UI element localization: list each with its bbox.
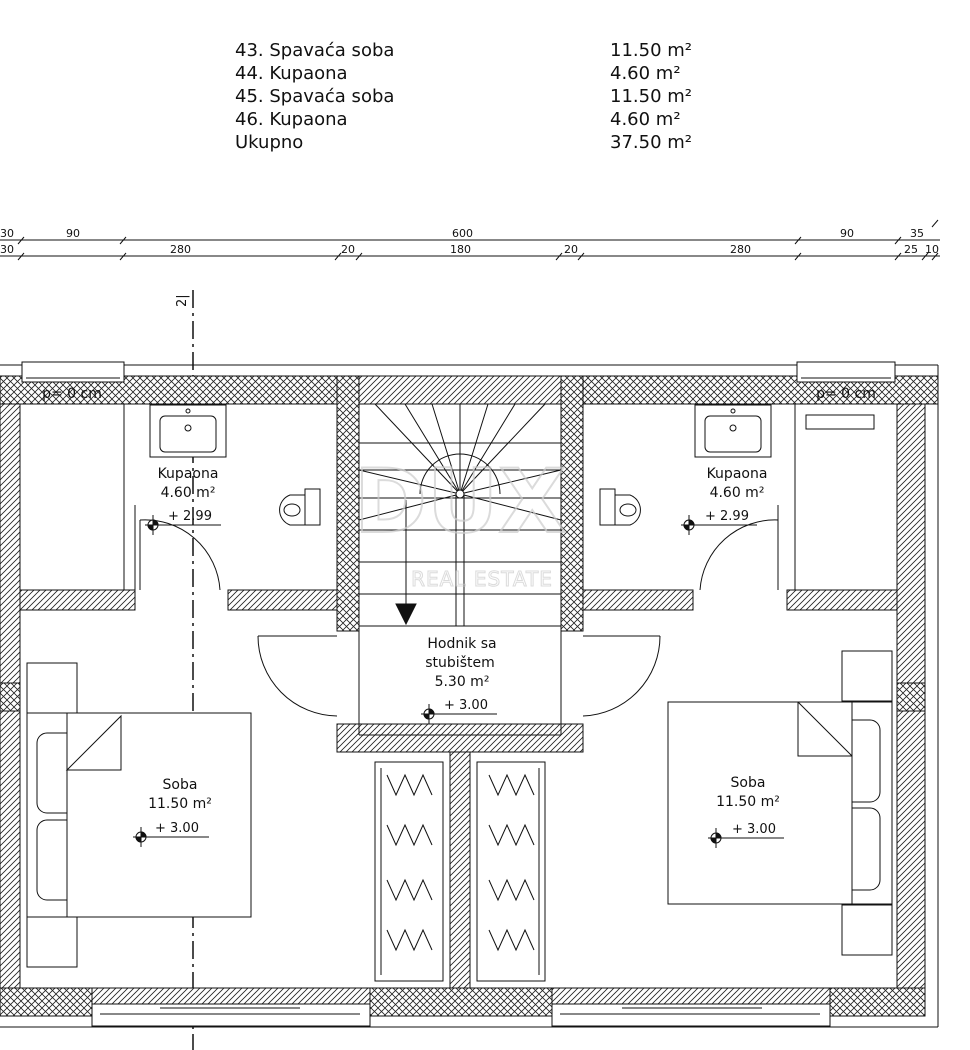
level-symbols <box>133 515 784 848</box>
dimension-label: 280 <box>730 243 751 256</box>
room-label-bath-right: Kupaona 4.60 m² + 2.99 p= 0 cm <box>705 386 876 524</box>
dimension-label: 90 <box>840 227 854 240</box>
room-labels: Kupaona 4.60 m² + 2.99 p= 0 cm Kupaona 4… <box>42 386 876 837</box>
bedroom-furniture <box>26 650 893 982</box>
dimension-chain <box>0 219 940 261</box>
staircase <box>358 403 562 736</box>
dimension-label: 280 <box>170 243 191 256</box>
room-name-line1: Hodnik sa <box>427 636 496 652</box>
watermark-logo-text: DUX <box>354 450 566 553</box>
room-label-bath-left: Kupaona 4.60 m² + 2.99 p= 0 cm <box>42 386 218 524</box>
level-mark: + 2.99 <box>705 509 749 524</box>
room-label-hall: Hodnik sa stubištem 5.30 m² + 3.00 <box>425 636 496 713</box>
room-name: Kupaona <box>707 466 768 482</box>
dimension-label: 30 <box>0 243 14 256</box>
sill-height-label: p= 0 cm <box>816 386 876 402</box>
room-name: Soba <box>731 775 766 791</box>
legend-room-area: 4.60 m² <box>610 63 681 84</box>
sill-height-label: p= 0 cm <box>42 386 102 402</box>
room-area: 11.50 m² <box>716 794 780 810</box>
dimension-label: 25 <box>904 243 918 256</box>
room-area: 4.60 m² <box>710 485 765 501</box>
dimension-label: 10 <box>925 243 939 256</box>
level-symbol-icon <box>421 704 497 724</box>
door-swings <box>139 519 779 717</box>
room-area: 4.60 m² <box>161 485 216 501</box>
level-symbol-icon <box>681 515 757 535</box>
room-name: Kupaona <box>158 466 219 482</box>
level-mark: + 3.00 <box>155 821 199 836</box>
legend-room-area: 11.50 m² <box>610 40 693 61</box>
level-symbol-icon <box>133 827 209 847</box>
legend-room-area: 11.50 m² <box>610 86 693 107</box>
level-mark: + 2.99 <box>168 509 212 524</box>
watermark-subtitle: REAL ESTATE <box>411 567 553 591</box>
dimension-label: 90 <box>66 227 80 240</box>
room-label-bed-right: Soba 11.50 m² + 3.00 <box>716 775 780 837</box>
dimension-label: 35 <box>910 227 924 240</box>
room-name-line2: stubištem <box>425 655 494 671</box>
legend-room-name: 46. Kupaona <box>235 109 348 130</box>
bathroom-fixtures <box>123 404 875 590</box>
room-area: 5.30 m² <box>435 674 490 690</box>
dimension-label: 30 <box>0 227 14 240</box>
dimension-label: 20 <box>341 243 355 256</box>
windows <box>21 361 896 1027</box>
dimension-label: 600 <box>452 227 473 240</box>
room-name: Soba <box>163 777 198 793</box>
section-marker-label: 2| <box>175 294 190 307</box>
legend-room-name: 45. Spavaća soba <box>235 86 395 107</box>
legend-total-label: Ukupno <box>235 132 304 153</box>
level-mark: + 3.00 <box>732 822 776 837</box>
level-symbol-icon <box>145 515 221 535</box>
room-area: 11.50 m² <box>148 796 212 812</box>
interior-walls <box>19 375 898 989</box>
watermark-logo: DUX REAL ESTATE <box>353 449 567 592</box>
dimension-label: 20 <box>564 243 578 256</box>
room-label-bed-left: Soba 11.50 m² + 3.00 <box>148 777 212 836</box>
legend-room-area: 4.60 m² <box>610 109 681 130</box>
legend-room-name: 43. Spavaća soba <box>235 40 395 61</box>
dimension-label: 180 <box>450 243 471 256</box>
dimension-labels: 30 90 600 90 35 30 280 20 180 20 280 25 … <box>0 227 939 256</box>
legend-total-area: 37.50 m² <box>610 132 693 153</box>
legend-room-name: 44. Kupaona <box>235 63 348 84</box>
level-symbol-icon <box>708 828 784 848</box>
level-mark: + 3.00 <box>444 698 488 713</box>
